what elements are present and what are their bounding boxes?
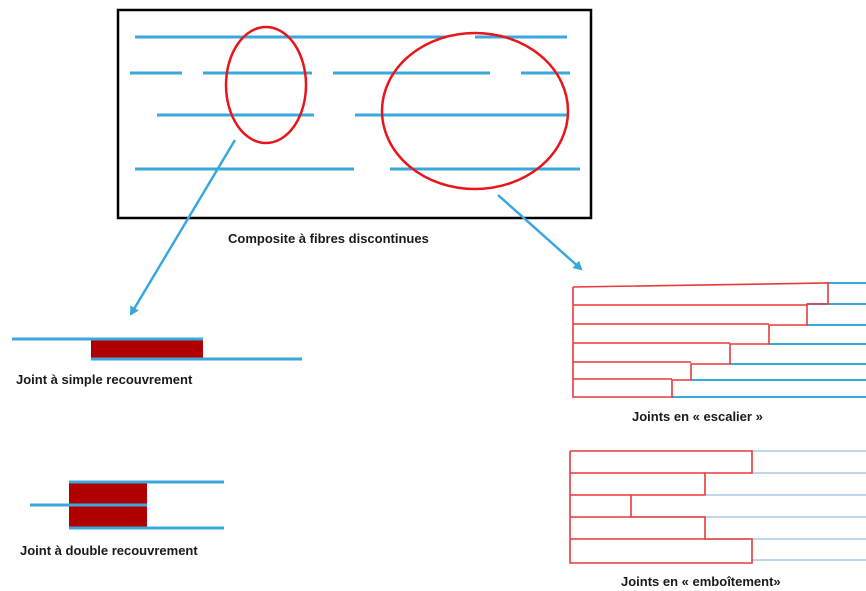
stair-joints-label: Joints en « escalier » <box>632 409 763 424</box>
highlight-circle-small <box>224 25 308 145</box>
simple-lap-label: Joint à simple recouvrement <box>16 372 193 387</box>
composite-label: Composite à fibres discontinues <box>228 231 429 246</box>
composite-fibers <box>130 35 580 171</box>
stair-outline <box>572 282 829 398</box>
stair-joints <box>572 282 866 398</box>
nested-blue-fibers <box>631 450 866 561</box>
double-lap-joint <box>30 480 224 530</box>
nested-outline <box>569 450 753 564</box>
composite-panel <box>116 8 593 220</box>
nested-joints <box>569 450 866 564</box>
single-lap-joint <box>12 337 302 361</box>
nested-red-fibers <box>569 450 753 564</box>
highlight-circle-large <box>380 31 570 191</box>
stair-blue-fibers <box>672 282 866 398</box>
nested-joints-label: Joints en « emboîtement» <box>621 574 781 589</box>
adhesive-block <box>91 340 203 359</box>
stair-red-fibers <box>572 282 829 398</box>
double-lap-label: Joint à double recouvrement <box>20 543 198 558</box>
arrow-to-stair-joints <box>497 194 583 271</box>
arrow-to-lap-joints <box>129 139 237 316</box>
composite-frame <box>116 8 593 220</box>
